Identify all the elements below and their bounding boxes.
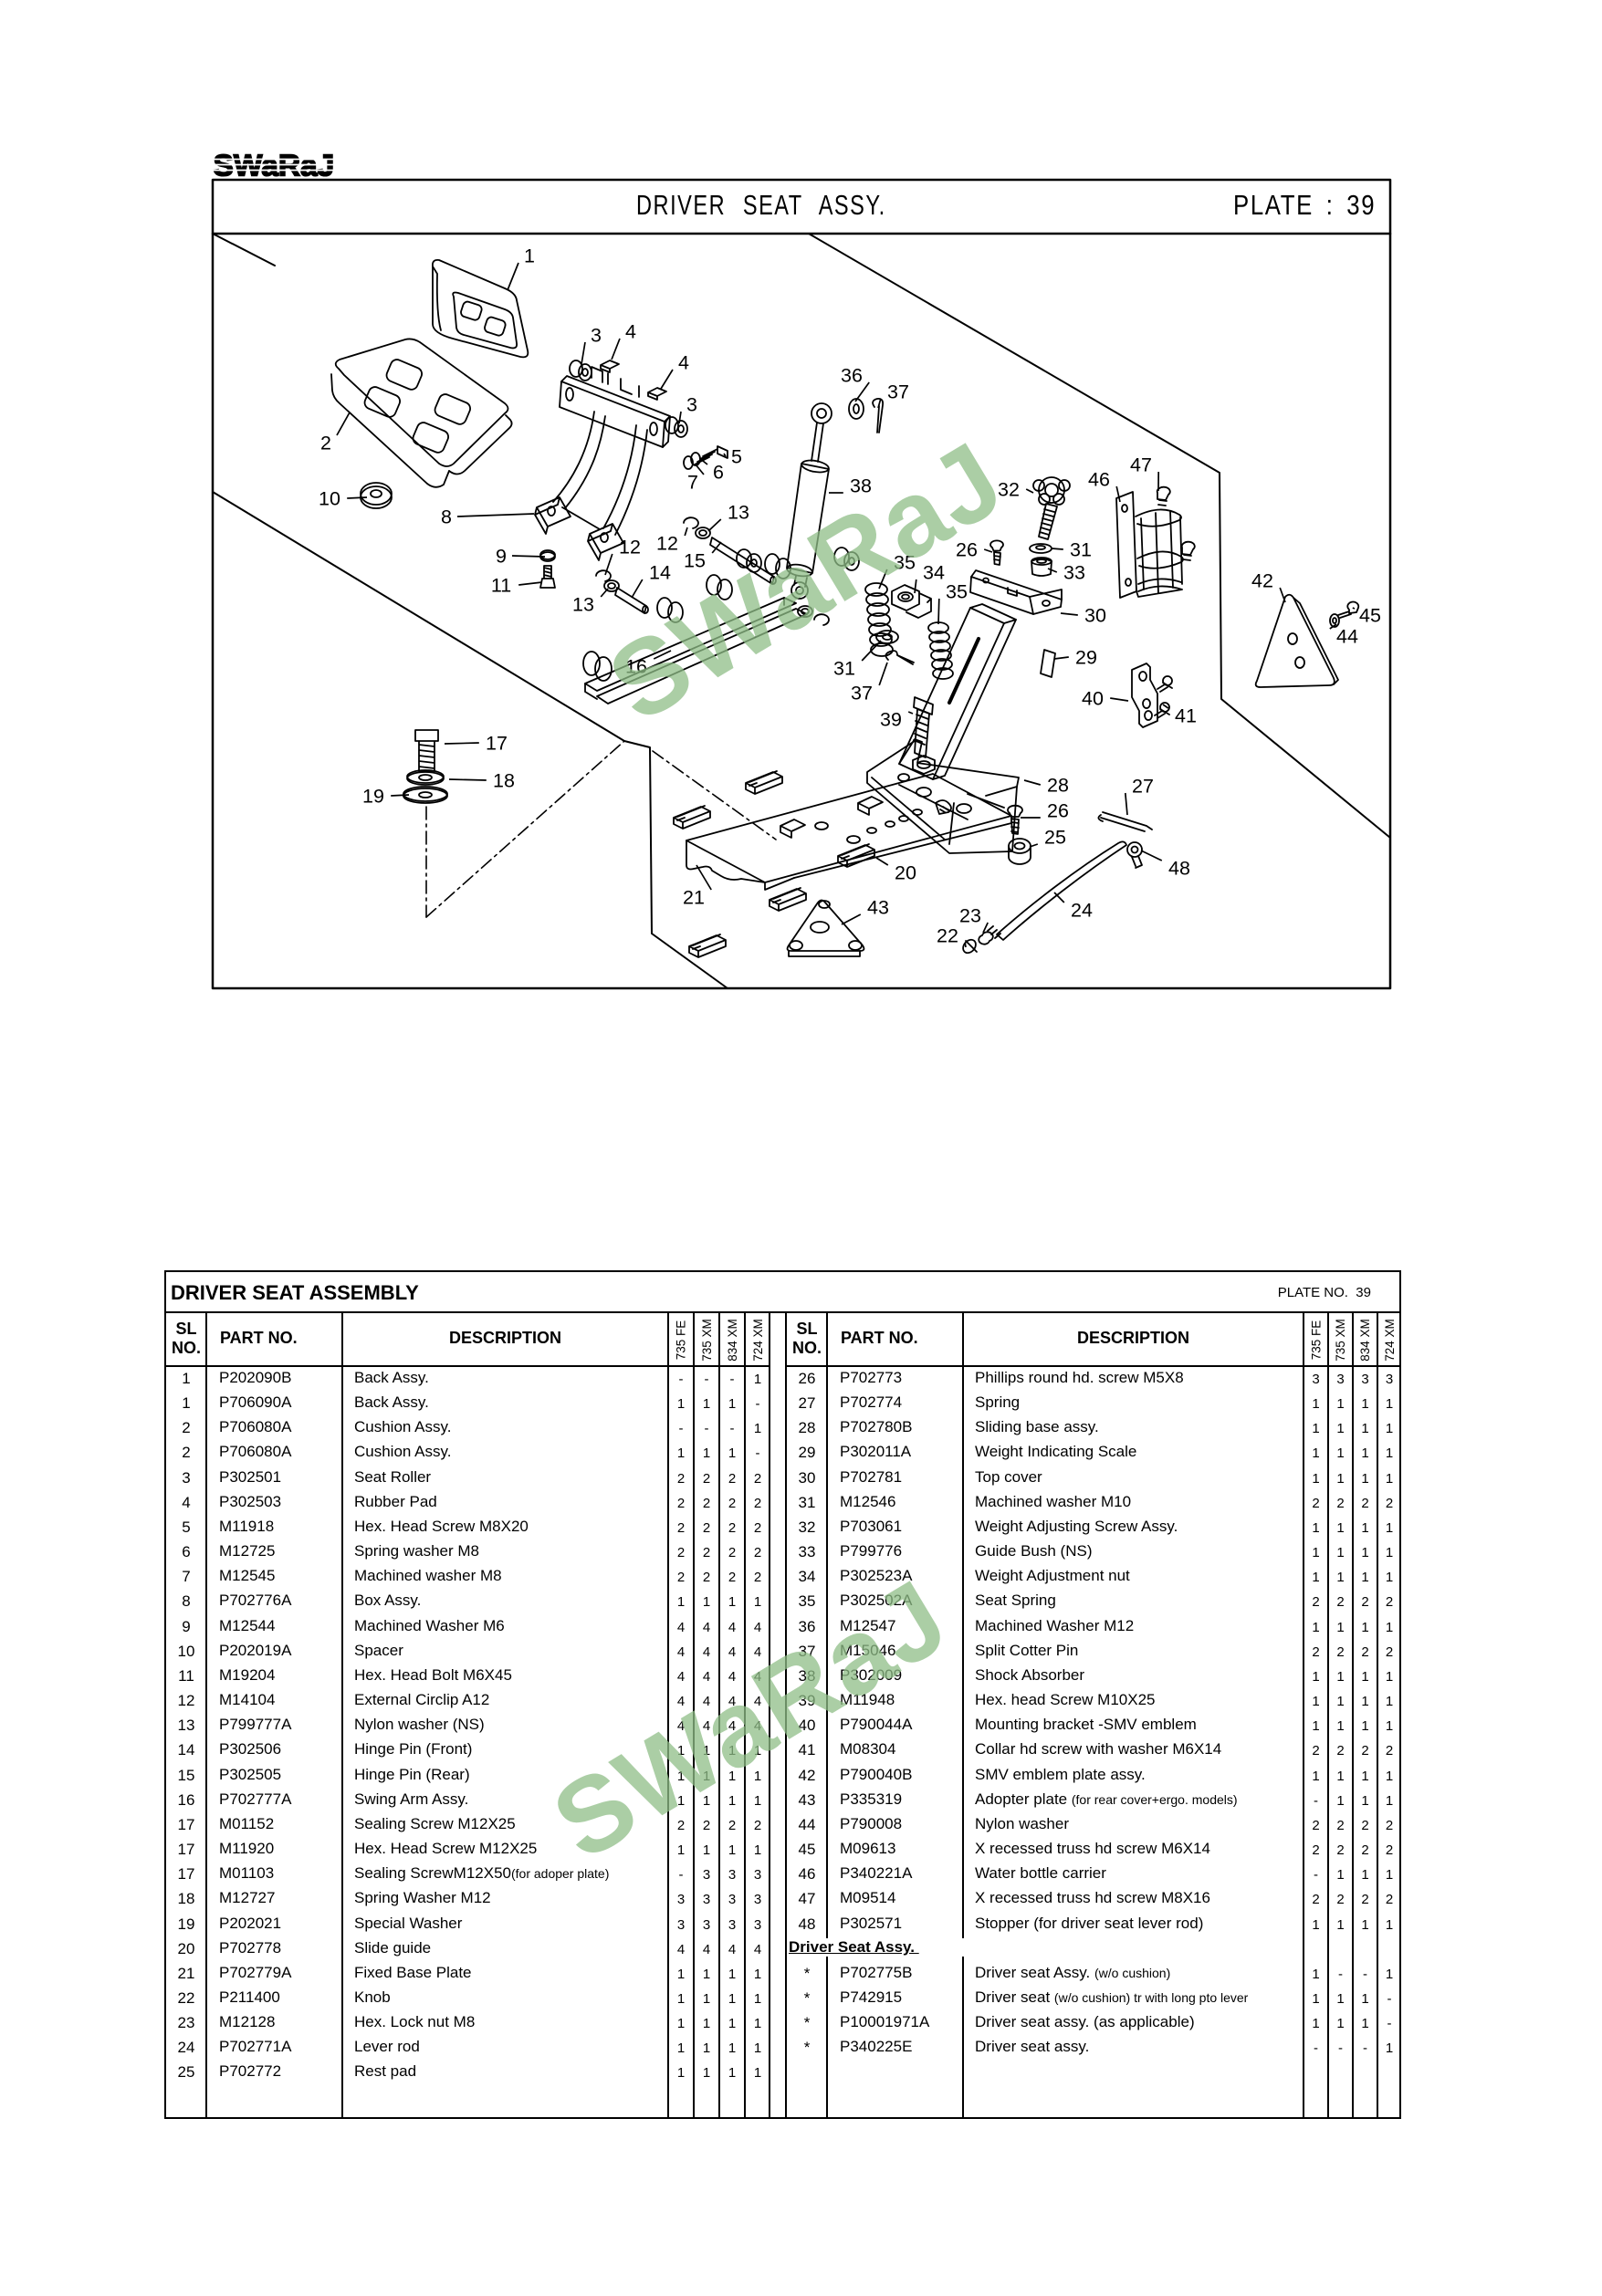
svg-text:26: 26 bbox=[1047, 800, 1069, 822]
svg-text:34: 34 bbox=[923, 562, 945, 584]
svg-text:27: 27 bbox=[1132, 776, 1154, 798]
svg-text:3: 3 bbox=[591, 325, 602, 347]
svg-text:26: 26 bbox=[956, 539, 978, 561]
svg-text:23: 23 bbox=[959, 905, 981, 927]
svg-text:41: 41 bbox=[1175, 705, 1197, 727]
svg-text:22: 22 bbox=[937, 925, 958, 947]
svg-text:28: 28 bbox=[1047, 775, 1069, 797]
svg-text:5: 5 bbox=[731, 446, 742, 468]
svg-text:17: 17 bbox=[486, 733, 508, 755]
svg-text:18: 18 bbox=[493, 770, 515, 792]
svg-text:48: 48 bbox=[1168, 858, 1190, 880]
svg-text:35: 35 bbox=[946, 581, 968, 603]
svg-text:11: 11 bbox=[491, 575, 511, 597]
svg-text:36: 36 bbox=[841, 365, 863, 387]
svg-text:29: 29 bbox=[1075, 647, 1097, 669]
svg-text:SWaRaJ: SWaRaJ bbox=[533, 1556, 967, 1882]
svg-text:6: 6 bbox=[713, 462, 724, 484]
svg-text:43: 43 bbox=[867, 897, 889, 919]
svg-text:13: 13 bbox=[572, 594, 594, 616]
svg-text:4: 4 bbox=[678, 352, 689, 374]
svg-text:1: 1 bbox=[524, 245, 535, 267]
svg-text:2: 2 bbox=[320, 433, 331, 454]
svg-text:SWaRaJ: SWaRaJ bbox=[214, 150, 335, 181]
svg-text:39: 39 bbox=[880, 709, 902, 731]
svg-text:31: 31 bbox=[1070, 539, 1092, 561]
svg-text:40: 40 bbox=[1082, 688, 1104, 710]
svg-text:12: 12 bbox=[656, 533, 678, 555]
svg-text:19: 19 bbox=[362, 786, 384, 808]
svg-text:37: 37 bbox=[851, 683, 873, 704]
svg-text:44: 44 bbox=[1336, 626, 1358, 648]
svg-text:16: 16 bbox=[625, 656, 647, 678]
svg-text:32: 32 bbox=[998, 479, 1020, 501]
svg-text:45: 45 bbox=[1359, 605, 1381, 627]
svg-text:12: 12 bbox=[619, 537, 641, 558]
svg-text:35: 35 bbox=[894, 552, 916, 574]
svg-text:21: 21 bbox=[683, 887, 705, 909]
svg-text:42: 42 bbox=[1251, 570, 1273, 592]
svg-text:20: 20 bbox=[895, 862, 916, 884]
svg-text:30: 30 bbox=[1084, 605, 1106, 627]
svg-text:13: 13 bbox=[728, 502, 749, 524]
svg-text:24: 24 bbox=[1071, 900, 1093, 922]
svg-text:15: 15 bbox=[684, 550, 706, 572]
svg-text:31: 31 bbox=[833, 658, 855, 680]
svg-text:38: 38 bbox=[850, 475, 872, 497]
svg-text:9: 9 bbox=[496, 546, 507, 568]
svg-text:10: 10 bbox=[319, 488, 340, 510]
svg-text:8: 8 bbox=[441, 506, 452, 528]
svg-text:47: 47 bbox=[1130, 454, 1152, 476]
svg-text:25: 25 bbox=[1044, 827, 1066, 849]
svg-text:3: 3 bbox=[686, 394, 697, 416]
svg-text:7: 7 bbox=[687, 472, 698, 494]
svg-text:46: 46 bbox=[1088, 469, 1110, 491]
svg-text:37: 37 bbox=[887, 381, 909, 403]
svg-text:33: 33 bbox=[1063, 562, 1085, 584]
svg-text:14: 14 bbox=[649, 562, 671, 584]
svg-text:4: 4 bbox=[625, 321, 636, 343]
